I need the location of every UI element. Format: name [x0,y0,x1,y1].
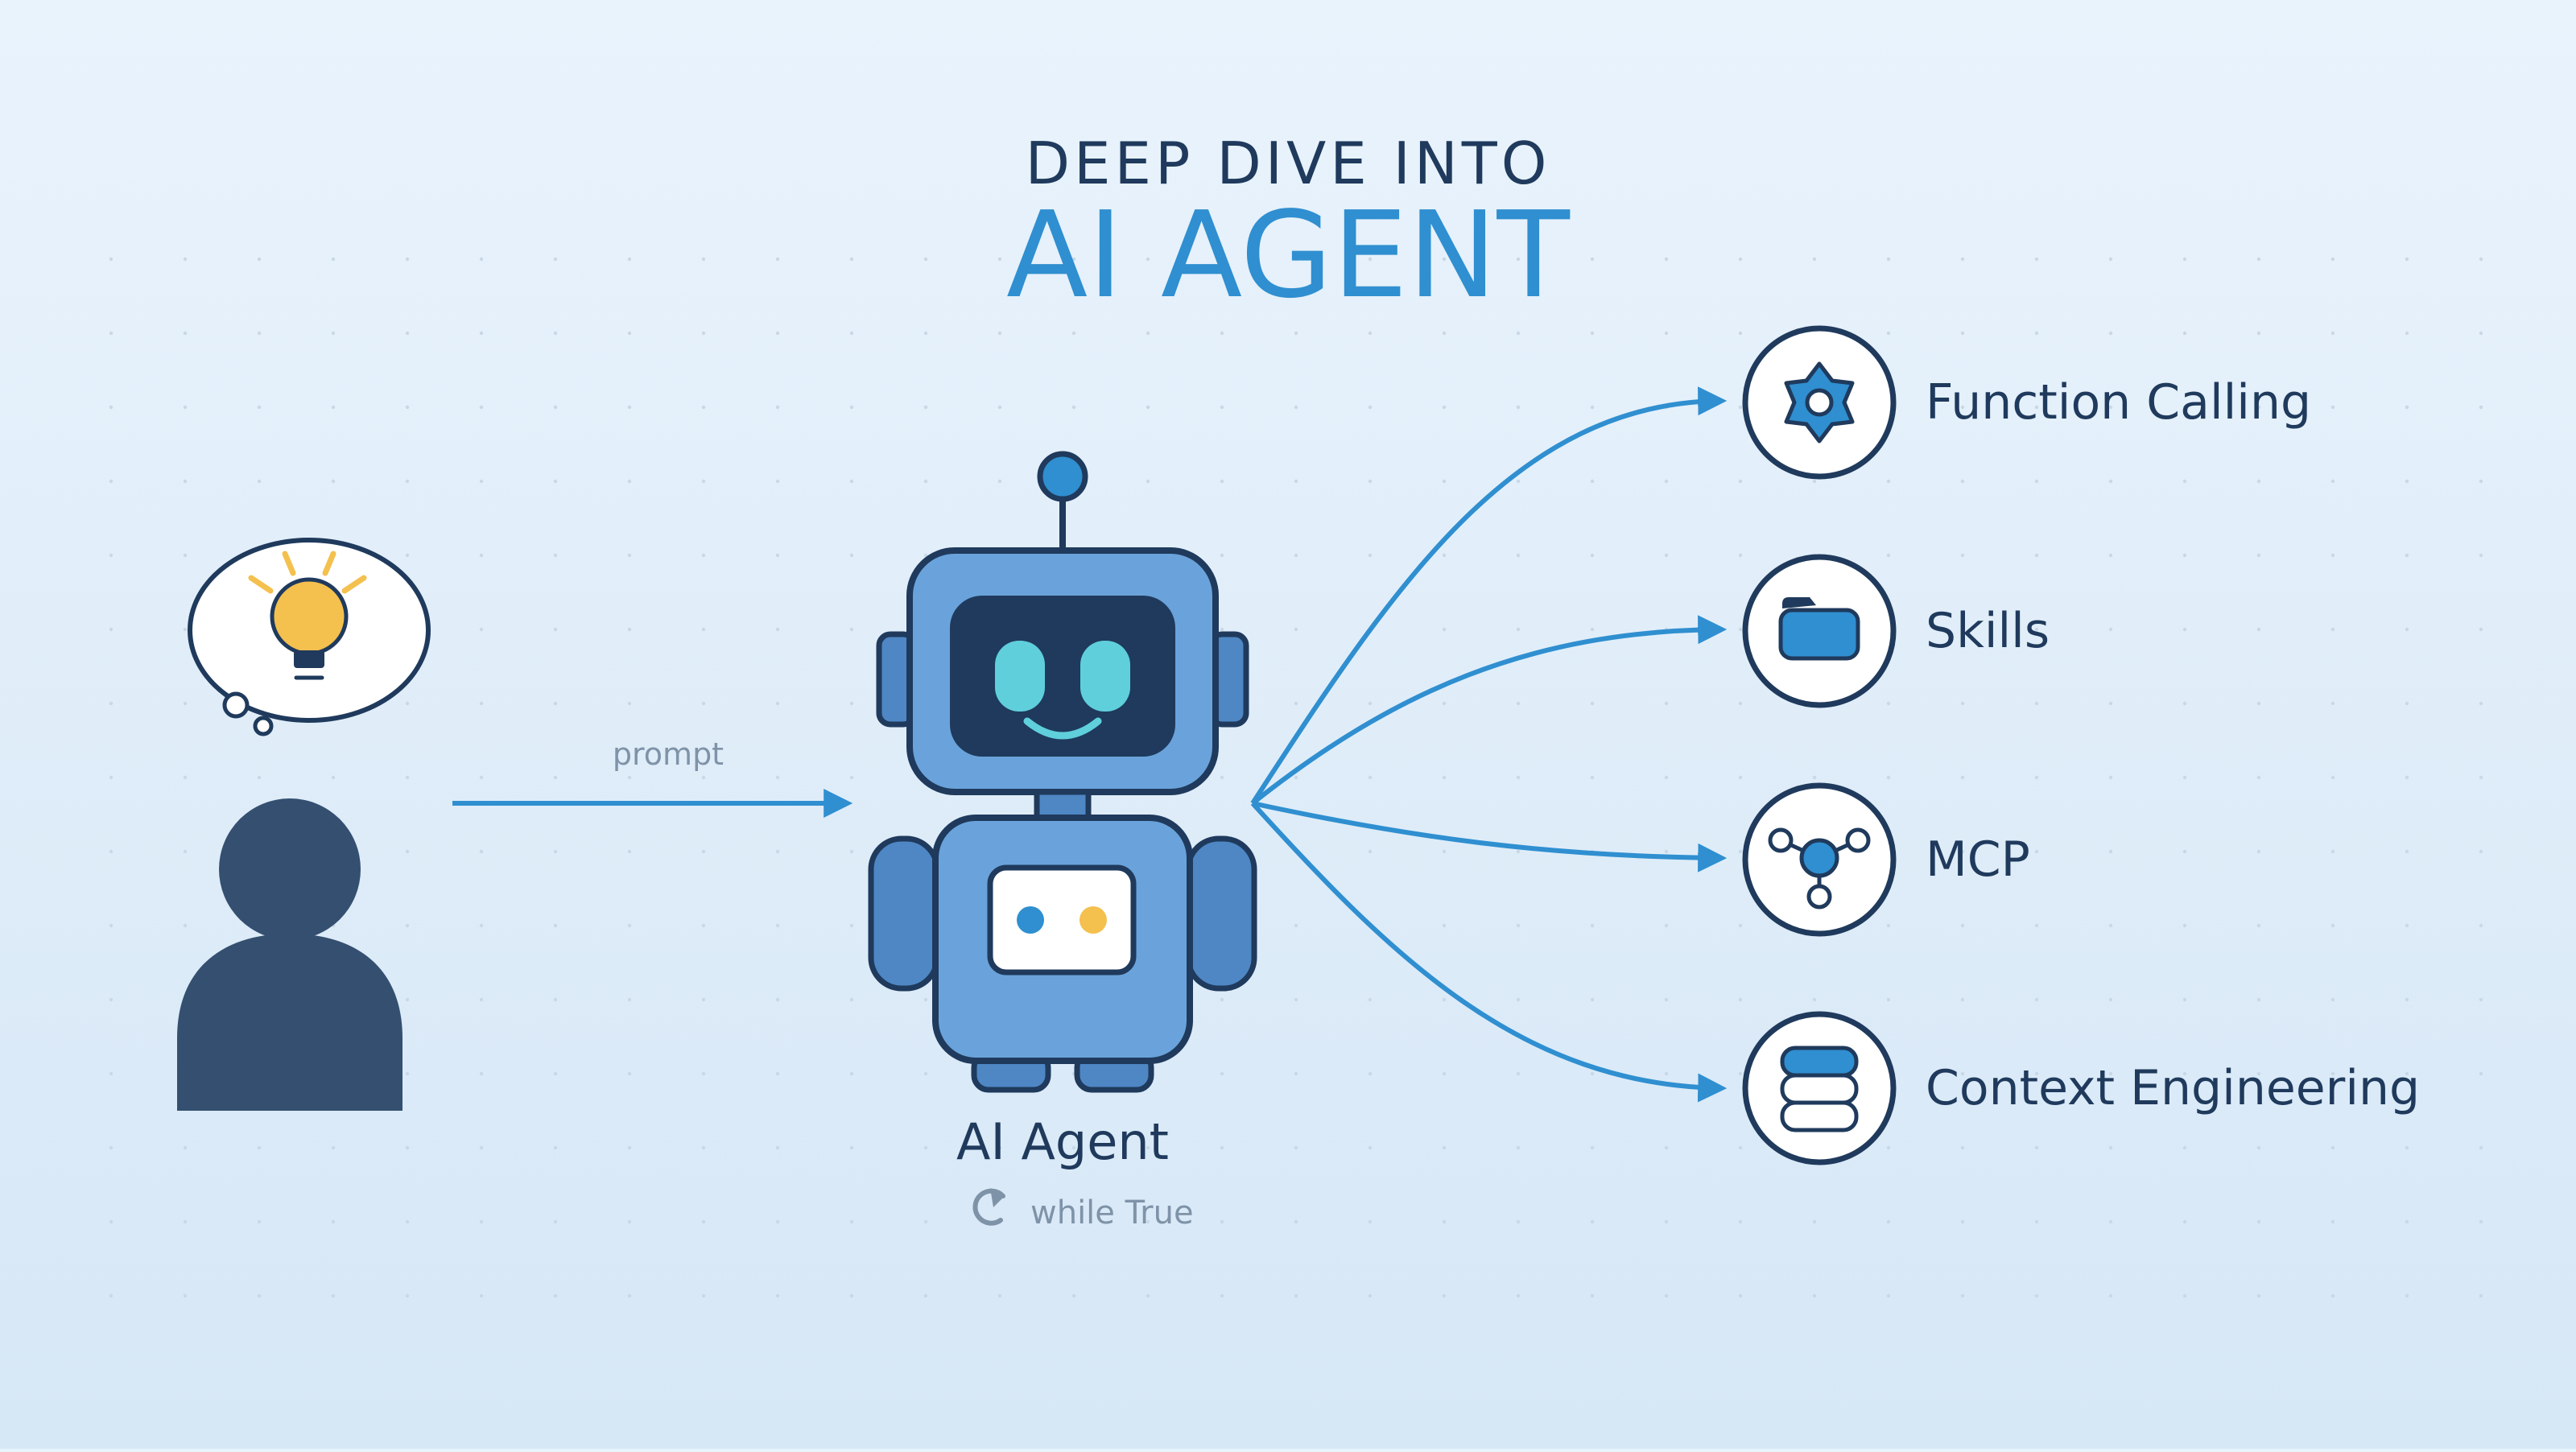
capability-label: Function Calling [1926,374,2311,431]
robot-light-blue [1017,906,1044,934]
robot-smile [1023,717,1102,740]
loop-icon [972,1188,1005,1226]
folder-icon [1778,597,1860,661]
capability-label: MCP [1926,831,2030,888]
header-kicker: DEEP DIVE INTO [1026,130,1551,197]
connector-skills [1251,615,1728,806]
prompt-label: prompt [613,736,724,772]
user-figure [177,538,431,1111]
capability-context-engineering: Context Engineering [1742,1011,2420,1165]
robot-screen [950,596,1175,757]
robot-chest-panel [987,864,1137,976]
connector-function-calling [1250,386,1728,805]
thought-bubble [188,538,431,736]
network-icon [1768,827,1871,910]
robot-icon [868,451,1257,1093]
header-title: AI AGENT [1006,186,1570,324]
loop-indicator: while True [972,1188,1194,1231]
robot-arm-left [868,835,940,992]
agent-label: AI Agent [956,1112,1169,1171]
connector-mcp [1252,801,1728,872]
robot-eye-right [1080,641,1130,712]
capability-skills: Skills [1742,554,2050,708]
robot-light-yellow [1080,906,1107,934]
loop-label: while True [1030,1194,1194,1231]
capability-label: Context Engineering [1926,1060,2420,1116]
capability-function-calling: Function Calling [1742,325,2311,480]
prompt-connector: prompt [452,736,853,818]
capability-connectors [1250,386,1728,1103]
robot-antenna-tip [1037,451,1088,502]
gear-icon [1784,361,1855,443]
robot-eye-left [995,641,1045,712]
connector-context-engineering [1250,801,1728,1103]
capability-label: Skills [1926,603,2050,659]
lightbulb-icon [248,551,367,680]
person-icon [177,798,402,1111]
robot-arm-right [1185,835,1257,992]
capability-mcp: MCP [1742,782,2030,937]
stack-icon [1780,1046,1859,1132]
background-dot-grid [72,201,2504,1312]
